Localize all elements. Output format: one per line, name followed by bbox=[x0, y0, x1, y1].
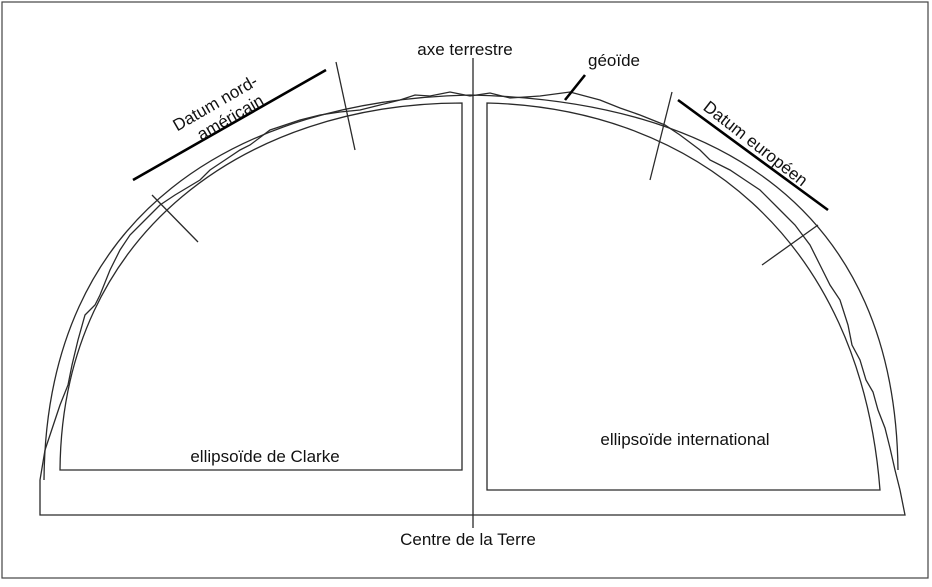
na-datum-bar bbox=[132, 68, 327, 182]
clarke-box bbox=[59, 102, 463, 471]
international-label: ellipsoïde international bbox=[600, 430, 769, 449]
na-datum-tick-right bbox=[335, 61, 356, 151]
geoid-label: géoïde bbox=[588, 51, 640, 70]
geoid-surface bbox=[39, 91, 906, 516]
clarke-ellipsoid-arc bbox=[43, 94, 471, 481]
eu-datum-tick-right bbox=[761, 224, 819, 266]
eu-datum-label-text: Datum européen bbox=[700, 97, 811, 190]
geoid-pointer bbox=[563, 74, 587, 101]
international-box bbox=[486, 102, 881, 491]
axis-label: axe terrestre bbox=[417, 40, 512, 59]
eu-datum-bar bbox=[677, 98, 829, 212]
international-ellipsoid-arc bbox=[469, 94, 899, 471]
eu-datum-label: Datum européen bbox=[700, 97, 811, 190]
na-datum-tick-left bbox=[151, 194, 199, 243]
center-label: Centre de la Terre bbox=[400, 530, 536, 549]
clarke-label: ellipsoïde de Clarke bbox=[190, 447, 339, 466]
eu-datum-tick-left bbox=[649, 91, 673, 181]
